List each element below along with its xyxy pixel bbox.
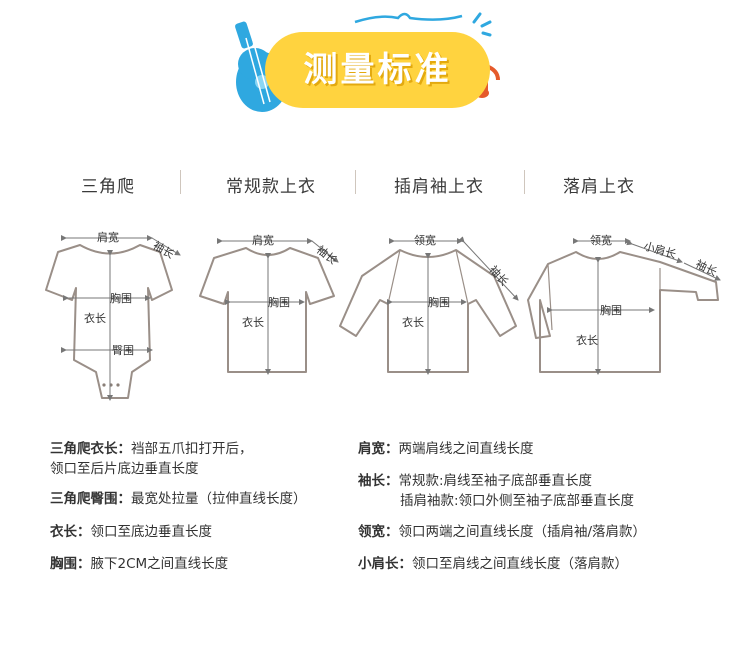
desc-neck-width: 领宽：领口两端之间直线长度（插肩袖/落肩款） [358, 524, 647, 540]
desc-bodysuit-hip: 三角爬臀围：最宽处拉量（拉伸直线长度） [50, 491, 307, 507]
desc-shoulder-width: 肩宽：两端肩线之间直线长度 [358, 441, 534, 457]
category-drop-shoulder-top: 落肩上衣 [563, 177, 635, 197]
label-chest: 胸围 [268, 295, 290, 309]
label-chest: 胸围 [428, 295, 450, 309]
splash-icon [472, 12, 492, 37]
label-shoulder-width: 肩宽 [252, 233, 274, 247]
category-bodysuit: 三角爬 [81, 177, 135, 197]
page-title: 测量标准 [303, 50, 452, 90]
drop-shoulder-top-diagram [527, 251, 719, 373]
bodysuit-snaps [102, 383, 120, 387]
title-banner [265, 32, 490, 108]
divider [180, 170, 181, 194]
label-neck-width: 领宽 [590, 233, 612, 247]
desc-chest: 胸围：腋下2CM之间直线长度 [50, 556, 229, 572]
regular-top-diagram [199, 247, 335, 373]
desc-sleeve-length: 袖长：常规款:肩线至袖子底部垂直长度 插肩袖款:领口外侧至袖子底部垂直长度 [358, 473, 635, 509]
label-chest: 胸围 [110, 291, 132, 305]
category-regular-top: 常规款上衣 [226, 177, 316, 197]
label-body-length: 衣长 [242, 315, 264, 329]
bodysuit-diagram [45, 244, 173, 399]
desc-body-length: 衣长：领口至底边垂直长度 [50, 524, 212, 540]
ribbon-line-icon [354, 12, 463, 24]
label-body-length: 衣长 [576, 333, 598, 347]
desc-small-shoulder: 小肩长：领口至肩线之间直线长度（落肩款） [358, 556, 628, 572]
label-sleeve-length: 袖长 [486, 263, 511, 289]
label-hip: 臀围 [112, 344, 134, 357]
label-small-shoulder: 小肩长 [642, 239, 678, 262]
label-body-length: 衣长 [402, 315, 424, 329]
garment-diagrams: 肩宽 袖长 胸围 衣长 臀围 肩宽 袖长 胸围 衣长 领宽 袖长 胸围 衣长 [45, 230, 721, 401]
label-neck-width: 领宽 [414, 233, 436, 247]
label-sleeve-length: 袖长 [151, 238, 177, 261]
bodysuit-measure-lines [61, 235, 181, 401]
category-raglan-top: 插肩袖上衣 [394, 177, 484, 197]
label-chest: 胸围 [600, 303, 622, 317]
label-shoulder-width: 肩宽 [97, 230, 119, 244]
divider [524, 170, 525, 194]
label-body-length: 衣长 [84, 311, 106, 325]
divider [355, 170, 356, 194]
desc-bodysuit-length: 三角爬衣长：裆部五爪扣打开后， 领口至后片底边垂直长度 [50, 441, 253, 477]
